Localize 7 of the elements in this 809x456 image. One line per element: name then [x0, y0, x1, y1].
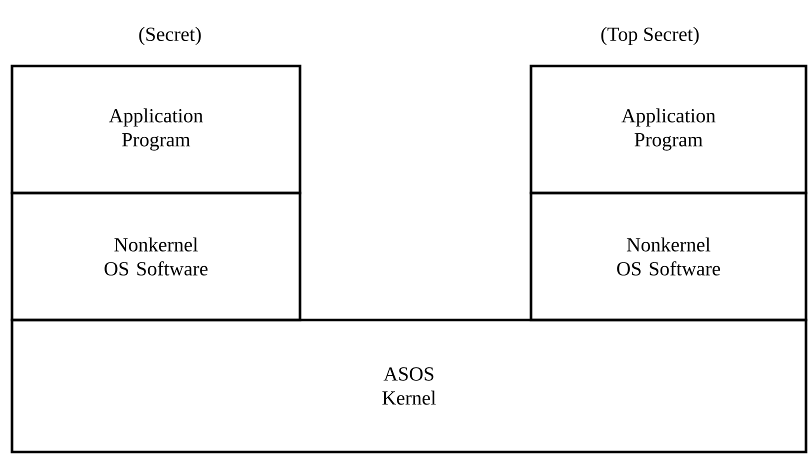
level-label: (Top Secret) — [601, 26, 699, 46]
layer-box: ASOS Kernel — [10, 318, 808, 454]
level-label: (Secret) — [139, 26, 201, 46]
layer-box: Application Program — [530, 64, 808, 194]
layer-box: Nonkernel OS Software — [10, 192, 302, 322]
layer-box: Application Program — [10, 64, 302, 194]
layer-box: Nonkernel OS Software — [530, 192, 808, 322]
